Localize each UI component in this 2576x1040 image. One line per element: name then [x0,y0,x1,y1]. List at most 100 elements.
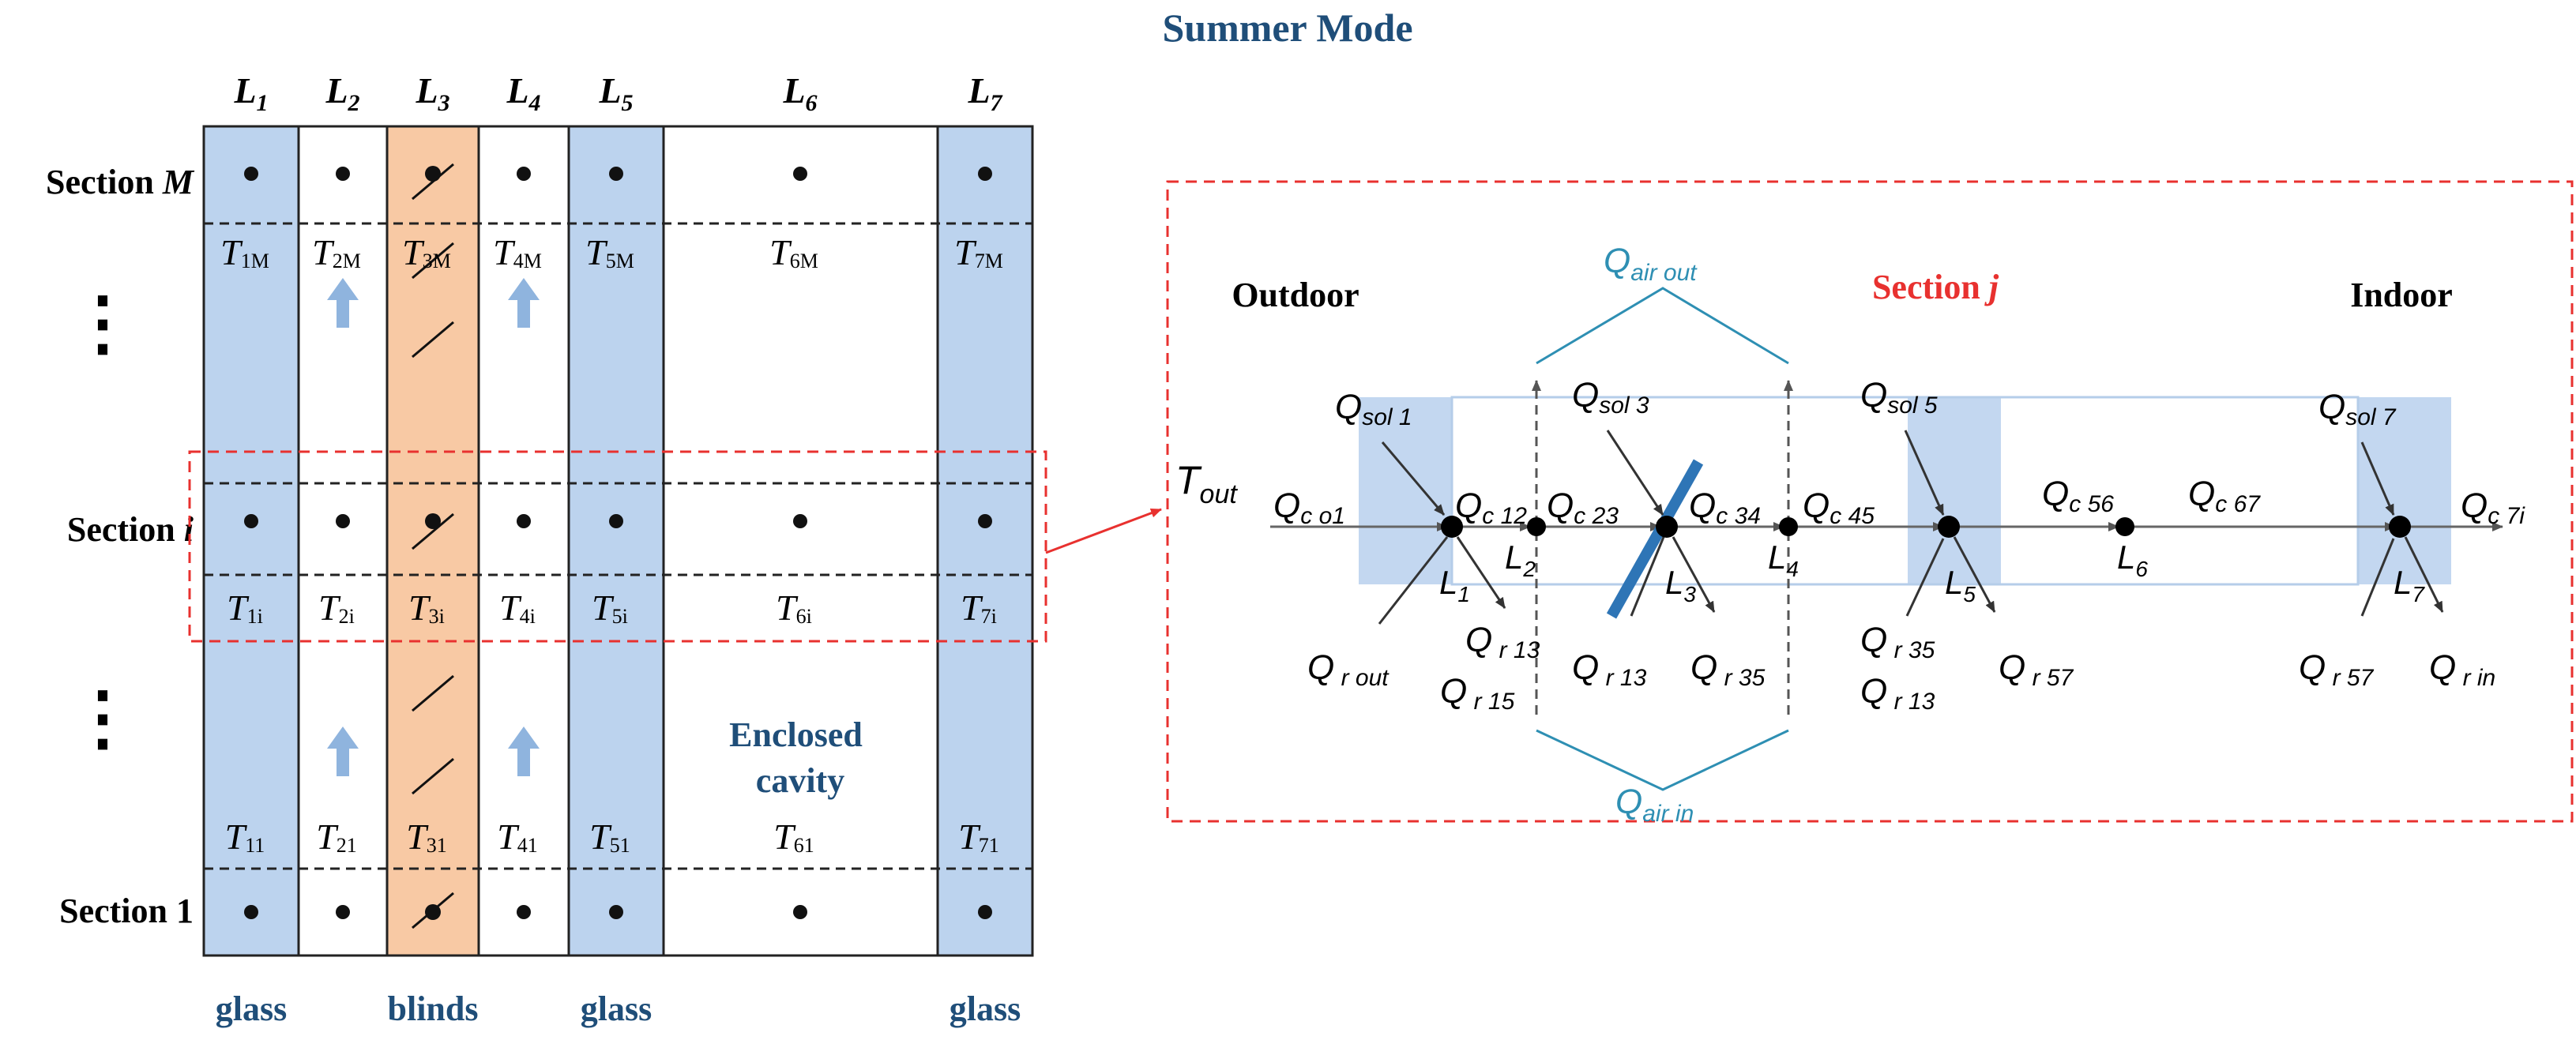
node-label-n6: L6 [2117,539,2148,581]
layer-node-dot [793,167,807,181]
section-detail-box [1166,180,2574,823]
node-label-n3: L3 [1665,564,1696,606]
detail-nodes [1441,516,2411,538]
diagram-title: Summer Mode [1162,6,1412,50]
heat-flux-label-qc34: Qc 34 [1689,486,1761,529]
node-label-n1: L1 [1439,564,1470,606]
layer-header-l1: L1 [233,70,268,116]
temperature-label: T3M [402,232,451,272]
temperature-label: T21 [316,817,357,857]
detail-cavity-band [1450,396,2360,586]
indoor-label: Indoor [2350,276,2453,314]
temperature-label: T5M [585,232,634,272]
heat-flux-label-qsol1: Qsol 1 [1335,388,1412,430]
heat-flux-label-qc56: Qc 56 [2042,475,2114,517]
material-labels: glass blinds glass glass [216,989,1021,1028]
detail-node-l4 [1779,517,1798,536]
up-arrow-icon [508,726,540,776]
layer-node-dot [609,905,623,919]
layer-node-dot [609,514,623,528]
heat-flux-label-qsol3: Qsol 3 [1572,376,1649,419]
detail-glass-blocks [1359,397,2451,584]
temperature-label: T1i [227,588,263,628]
detail-blind-slat [1606,459,1704,619]
vertical-ellipsis-upper: ⋮ [67,285,138,363]
layer-node-dot [336,167,350,181]
temperature-label: T1M [220,232,269,272]
temperature-label: T6i [776,588,812,628]
temperature-label: T7M [954,232,1003,272]
temperature-label: T4M [493,232,542,272]
heat-flux-label-qc23: Qc 23 [1547,486,1619,529]
heat-flux-label-qr57b: Q r 57 [2299,648,2375,691]
grid-outline [202,125,1034,957]
airflow-up-arrows [327,278,540,776]
detail-node-l2 [1527,517,1546,536]
temperature-label: T2i [318,588,355,628]
layer-node-dot [609,167,623,181]
temperature-label: T31 [406,817,447,857]
up-arrow-icon [327,278,359,328]
temperature-label: T4i [499,588,536,628]
detail-glass-l1 [1359,397,1452,584]
layer-node-dot [244,167,258,181]
layer-node-dot [978,514,992,528]
air-flow-dashed-lines [1532,380,1793,715]
layer-node-dot [425,904,441,920]
detail-node-l5 [1938,516,1960,538]
detail-glass-l7 [2358,397,2451,584]
section-label-m: Section M [46,163,195,201]
layer-headers: L1 L2 L3 L4 L5 L6 L7 [233,70,1002,116]
heat-flux-label-qr13b: Q r 13 [1572,648,1647,691]
heat-flux-label-qr57a: Q r 57 [1999,648,2074,691]
temperature-label: T2M [312,232,361,272]
layer-node-dot [336,514,350,528]
air-exchange-lines [1536,287,1789,791]
layer-node-dot [517,905,531,919]
section-j-label: Section j [1872,268,1999,306]
layer-node-dot [978,905,992,919]
layer-header-l4: L4 [506,70,540,116]
heat-flux-label-qsol7: Qsol 7 [2318,388,2397,430]
glass-column-l7 [938,126,1032,956]
radiation-arrows [1378,430,2444,625]
outdoor-label: Outdoor [1232,276,1359,314]
layer-node-dot [517,514,531,528]
blinds-column-l3 [387,126,479,956]
material-label-glass-l1: glass [216,989,287,1028]
layer-node-dot [425,166,441,182]
layer-node-dot [244,514,258,528]
node-label-n7: L7 [2394,564,2425,606]
node-label-n5: L5 [1945,564,1976,606]
detail-node-l6 [2115,517,2134,536]
detail-glass-l5 [1908,397,2001,584]
temperature-label: T11 [225,817,265,857]
heat-flux-label-qsol5: Qsol 5 [1860,376,1938,419]
layer-node-dot [425,513,441,529]
section-i-highlight-box [188,450,1047,643]
heat-flux-label-qc12: Qc 12 [1455,486,1527,529]
heat-flux-label-qr13c: Q r 13 [1860,672,1935,715]
heat-flux-label-qr15: Q r 15 [1440,672,1515,715]
heat-flux-label-qrout: Q r out [1307,648,1390,691]
detail-node-l3 [1656,516,1678,538]
layer-node-dot [793,514,807,528]
layer-header-l2: L2 [325,70,359,116]
t-out-label: Tout [1175,458,1238,509]
layer-node-dot [517,167,531,181]
temperature-label: T51 [589,817,630,857]
heat-flux-label-qco1: Qc o1 [1273,486,1345,529]
layer-header-l7: L7 [967,70,1002,116]
up-arrow-icon [327,726,359,776]
detail-node-l1 [1441,516,1463,538]
layer-node-dot [978,167,992,181]
layer-node-dot [793,905,807,919]
layer-header-l6: L6 [782,70,817,116]
temperature-label: T61 [773,817,814,857]
heat-flux-label-qr35b: Q r 35 [1860,621,1935,663]
layer-grid [202,125,1034,957]
heat-flux-labels: Qsol 1 Qsol 3 Qsol 5 Qsol 7 Qc o1 Qc 12 Qc 23 Q… [1273,376,2525,715]
q-air-out-label: Qair out [1604,242,1698,286]
